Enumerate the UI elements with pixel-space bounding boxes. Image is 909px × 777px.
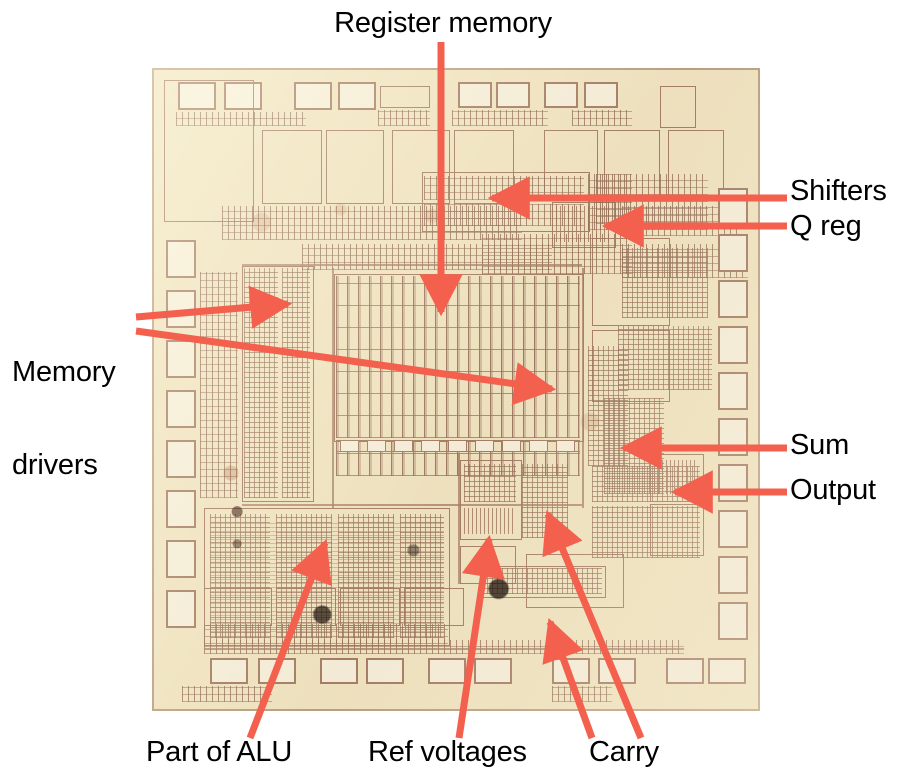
die-region xyxy=(276,588,336,626)
bond-pad xyxy=(718,418,748,456)
die-texture xyxy=(618,326,712,390)
bond-pad xyxy=(718,510,748,548)
bond-pad xyxy=(718,280,748,318)
die-photograph xyxy=(152,68,760,711)
bond-pad xyxy=(666,658,704,684)
die-region xyxy=(204,588,272,626)
die-edge-left xyxy=(152,68,154,711)
label-part-of-alu: Part of ALU xyxy=(146,736,293,768)
bond-pad xyxy=(338,82,376,110)
die-edge-right xyxy=(758,68,760,711)
register-memory-cells xyxy=(336,276,580,438)
bond-pad xyxy=(718,188,748,226)
label-memory-drivers: Memory drivers xyxy=(12,296,138,542)
bond-pad xyxy=(496,82,530,108)
bond-pad xyxy=(718,556,748,594)
bond-pad xyxy=(544,82,578,108)
die-texture xyxy=(204,640,684,654)
label-memory-drivers-line2: drivers xyxy=(12,448,98,481)
label-ref-voltages: Ref voltages xyxy=(368,736,527,768)
bond-pad xyxy=(166,440,196,478)
die-wire xyxy=(204,648,684,650)
die-texture xyxy=(552,686,612,702)
die-texture xyxy=(654,460,698,494)
die-wire xyxy=(458,454,460,584)
bond-pad xyxy=(366,658,404,684)
die-edge-top xyxy=(152,68,760,70)
die-texture xyxy=(622,248,708,318)
bond-pad xyxy=(210,658,248,684)
carry-block xyxy=(522,464,568,538)
bond-pad xyxy=(320,658,358,684)
bond-pad xyxy=(258,658,296,684)
bond-pad xyxy=(718,464,748,502)
bond-pad xyxy=(718,234,748,272)
bond-pad xyxy=(474,658,512,684)
die-region xyxy=(242,266,314,502)
die-region xyxy=(326,130,384,204)
label-q-reg: Q reg xyxy=(790,210,862,242)
label-output: Output xyxy=(790,474,876,506)
die-edge-bottom xyxy=(152,709,760,711)
die-region xyxy=(262,130,322,204)
die-texture xyxy=(464,464,516,502)
die-texture xyxy=(200,272,238,498)
die-texture xyxy=(596,174,632,224)
die-wire xyxy=(242,264,582,266)
bond-pad xyxy=(166,540,196,578)
die-region xyxy=(164,80,254,222)
bond-pad xyxy=(458,82,492,108)
bond-pad xyxy=(166,490,196,528)
die-texture xyxy=(572,110,632,126)
bond-pad xyxy=(708,658,746,684)
die-region xyxy=(404,588,464,626)
label-shifters: Shifters xyxy=(790,175,887,207)
bond-pad xyxy=(166,590,196,628)
bond-pad xyxy=(584,82,618,108)
label-carry: Carry xyxy=(589,736,659,768)
ref-voltage-block xyxy=(464,508,516,534)
bond-pad xyxy=(166,240,196,278)
bond-pad xyxy=(718,372,748,410)
bond-pad xyxy=(294,82,332,110)
die-wire xyxy=(332,268,334,508)
die-region xyxy=(650,504,704,556)
bond-pad xyxy=(718,326,748,364)
die-texture xyxy=(452,110,548,126)
die-wire xyxy=(582,268,584,508)
die-region xyxy=(526,554,624,608)
die-block xyxy=(660,86,696,128)
bond-pad xyxy=(552,658,590,684)
label-register-memory: Register memory xyxy=(334,7,552,39)
die-texture xyxy=(336,440,580,452)
die-region xyxy=(422,172,590,232)
bond-pad xyxy=(598,658,636,684)
label-memory-drivers-line1: Memory xyxy=(12,356,116,389)
die-texture xyxy=(378,110,430,126)
die-region xyxy=(340,588,400,626)
bond-pad xyxy=(718,602,748,640)
bond-pad xyxy=(166,390,196,428)
die-block xyxy=(380,86,430,108)
bond-pad xyxy=(166,290,196,328)
bond-pad xyxy=(428,658,466,684)
bond-pad xyxy=(166,340,196,378)
die-texture xyxy=(182,686,272,702)
label-sum: Sum xyxy=(790,429,850,461)
die-wire xyxy=(242,504,582,506)
